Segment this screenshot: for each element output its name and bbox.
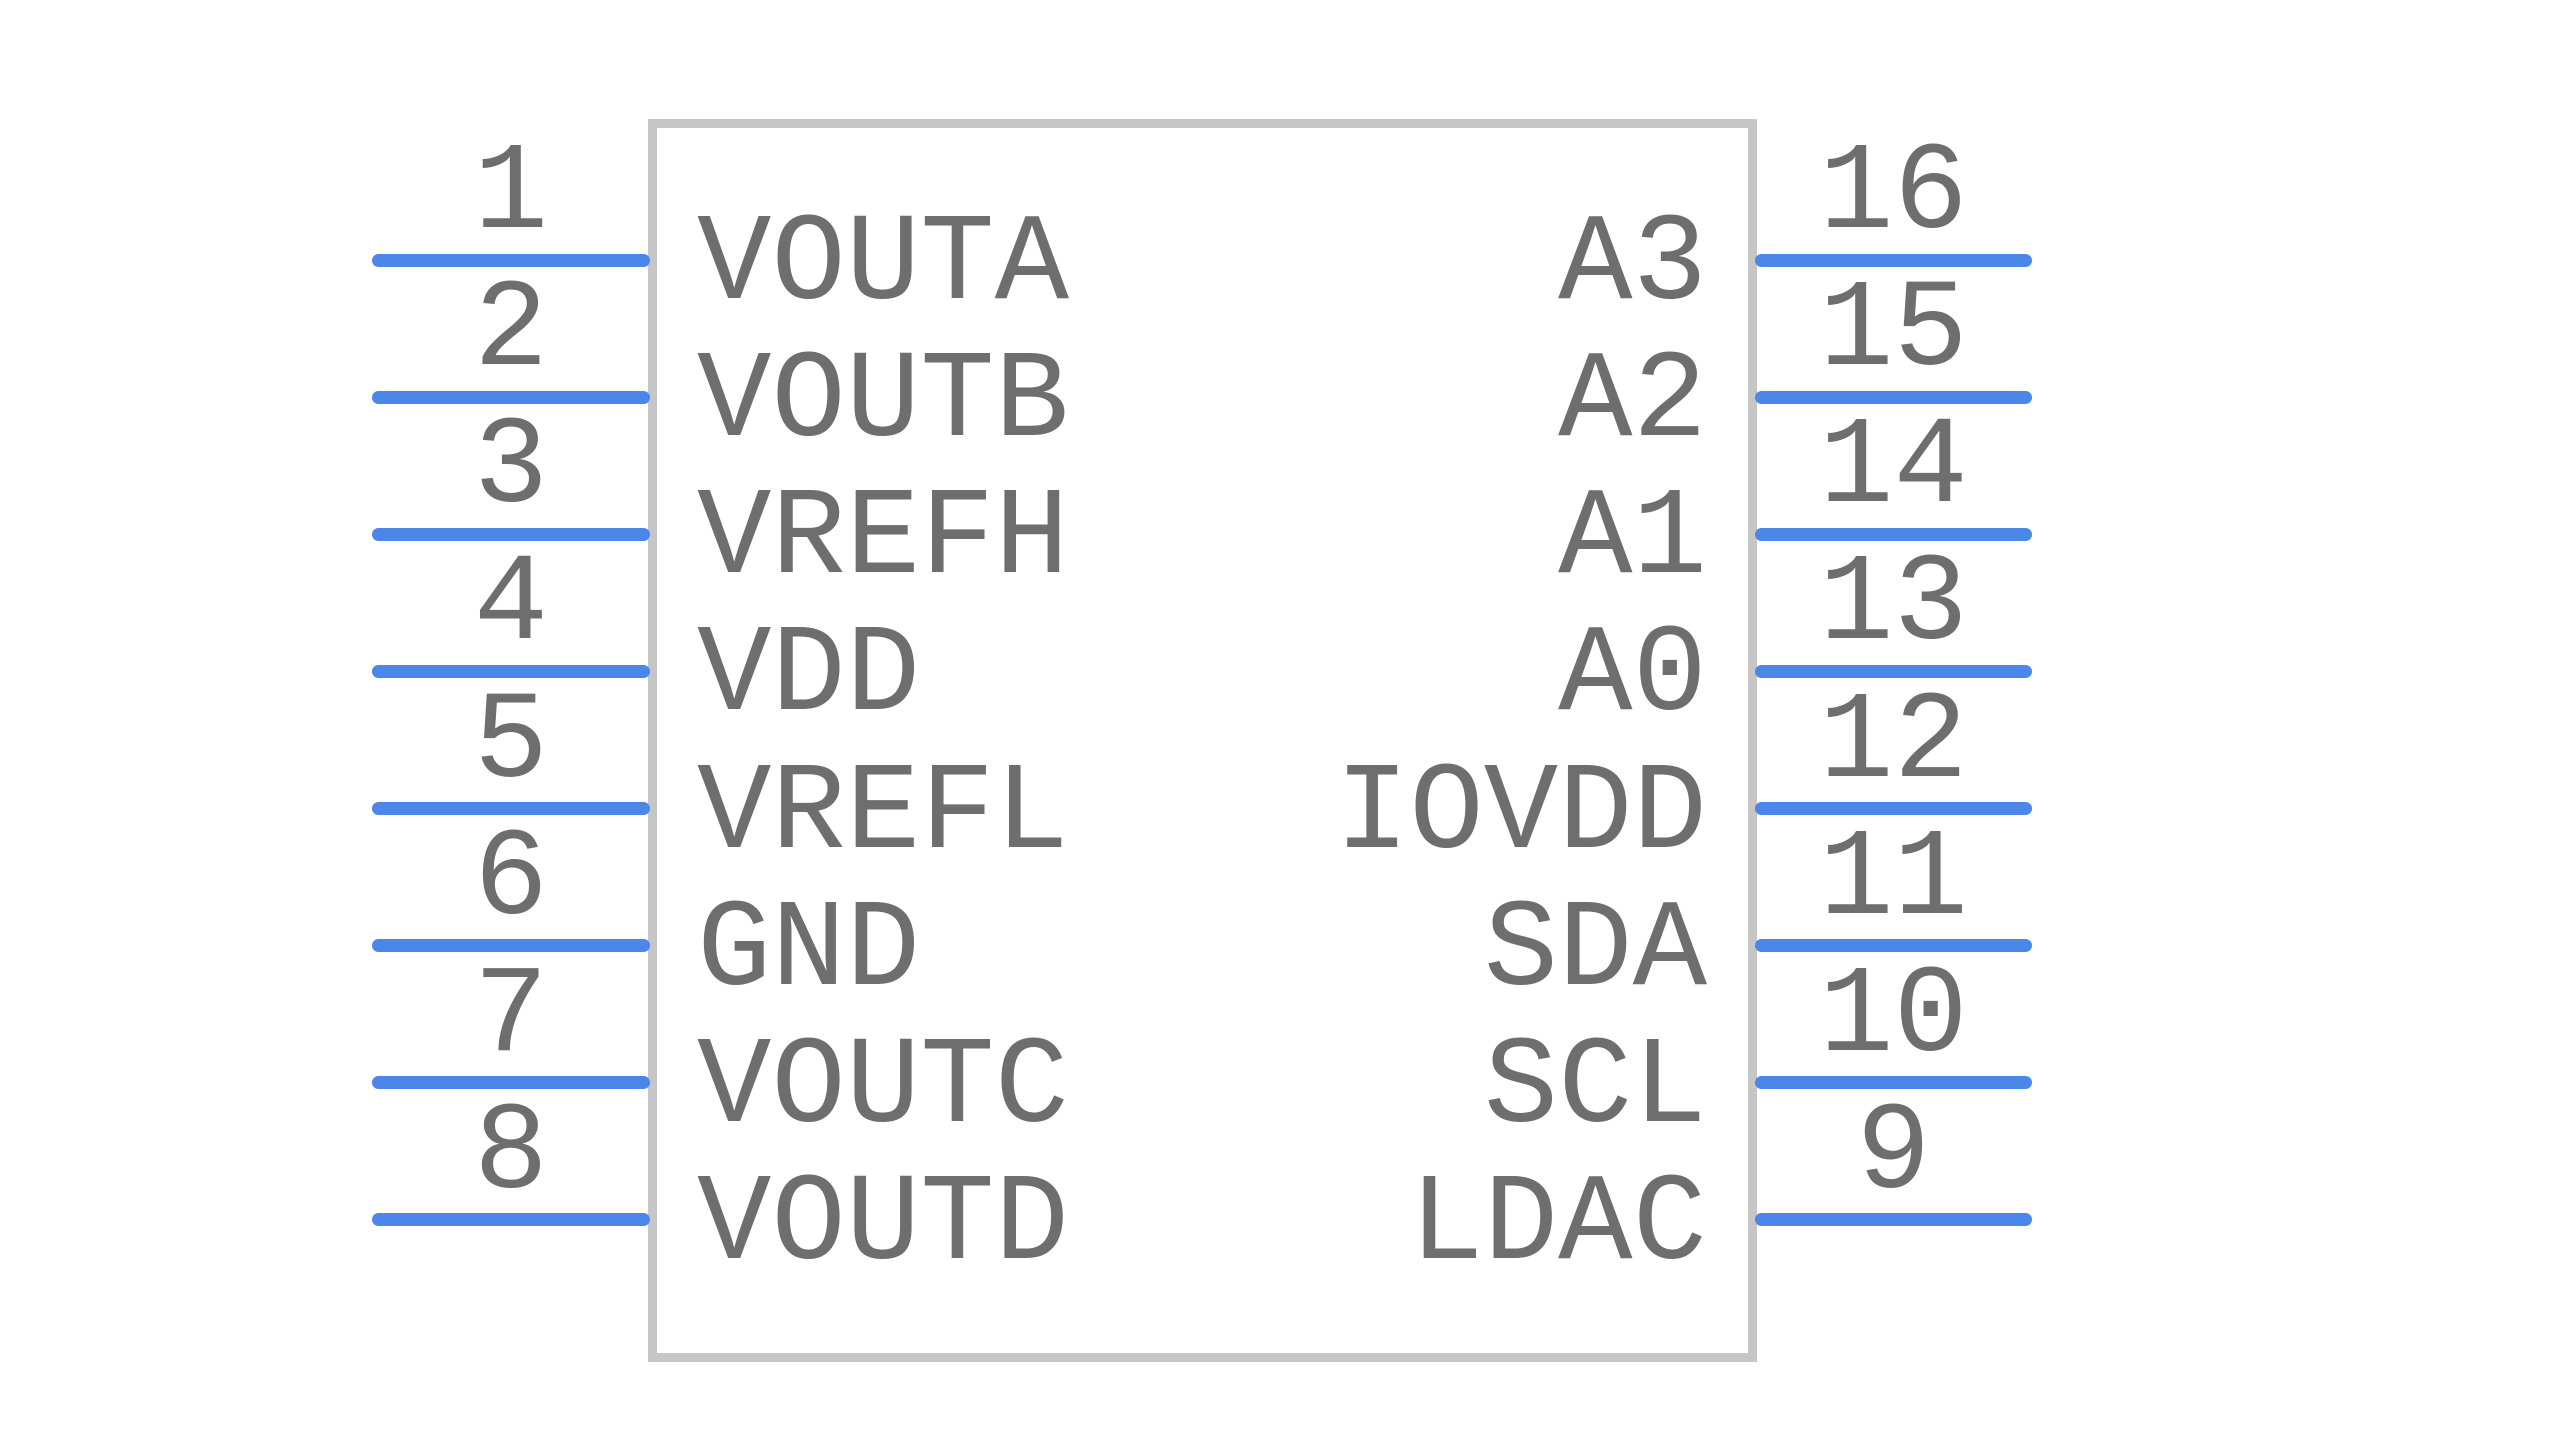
pin-number: 3	[473, 399, 549, 540]
pin-line	[1755, 390, 2032, 404]
pin-number: 8	[473, 1084, 549, 1225]
pin-number: 7	[473, 947, 549, 1088]
pin-line	[372, 664, 650, 678]
pin-line	[372, 1076, 650, 1090]
pin-number: 11	[1819, 810, 1968, 951]
pin-number: 6	[473, 810, 549, 951]
pin-name-label: SCL	[1483, 1018, 1707, 1159]
pin-line	[1755, 1076, 2032, 1090]
pin-line	[1755, 664, 2032, 678]
pin-line	[372, 527, 650, 541]
pin-name-label: VREFH	[697, 470, 1070, 611]
pin-number: 12	[1819, 673, 1968, 814]
pin-name-label: SDA	[1483, 881, 1707, 1022]
pin-name-label: VOUTD	[697, 1155, 1070, 1296]
pin-number: 5	[473, 673, 549, 814]
pin-line	[372, 939, 650, 953]
pin-line	[1755, 802, 2032, 816]
pin-number: 14	[1819, 399, 1968, 540]
pin-name-label: A3	[1558, 196, 1707, 336]
pin-line	[372, 390, 650, 404]
pin-name-label: VREFL	[697, 744, 1070, 885]
pin-name-label: A1	[1558, 470, 1707, 611]
pin-line	[1755, 1213, 2032, 1227]
pin-line	[372, 253, 650, 267]
pin-number: 13	[1819, 536, 1968, 677]
pin-number: 1	[473, 125, 549, 265]
pin-name-label: A0	[1558, 607, 1707, 748]
pin-number: 4	[473, 536, 549, 677]
pin-number: 9	[1856, 1084, 1931, 1225]
pin-number: 15	[1819, 262, 1968, 403]
pin-name-label: VOUTC	[697, 1018, 1070, 1159]
pin-name-label: A2	[1558, 333, 1707, 474]
pin-name-label: VOUTB	[697, 333, 1070, 474]
pin-number: 10	[1819, 947, 1968, 1088]
pin-line	[1755, 253, 2032, 267]
pin-line	[1755, 939, 2032, 953]
pin-name-label: VDD	[697, 607, 921, 748]
pin-name-label: GND	[697, 881, 921, 1022]
pin-name-label: LDAC	[1409, 1155, 1707, 1296]
pin-line	[372, 1213, 650, 1227]
ic-symbol-body	[648, 119, 1757, 1362]
pin-number: 2	[473, 262, 549, 403]
pin-number: 16	[1819, 125, 1968, 265]
pin-name-label: IOVDD	[1334, 744, 1707, 885]
pin-line	[1755, 527, 2032, 541]
pin-name-label: VOUTA	[697, 196, 1070, 336]
pin-line	[372, 802, 650, 816]
